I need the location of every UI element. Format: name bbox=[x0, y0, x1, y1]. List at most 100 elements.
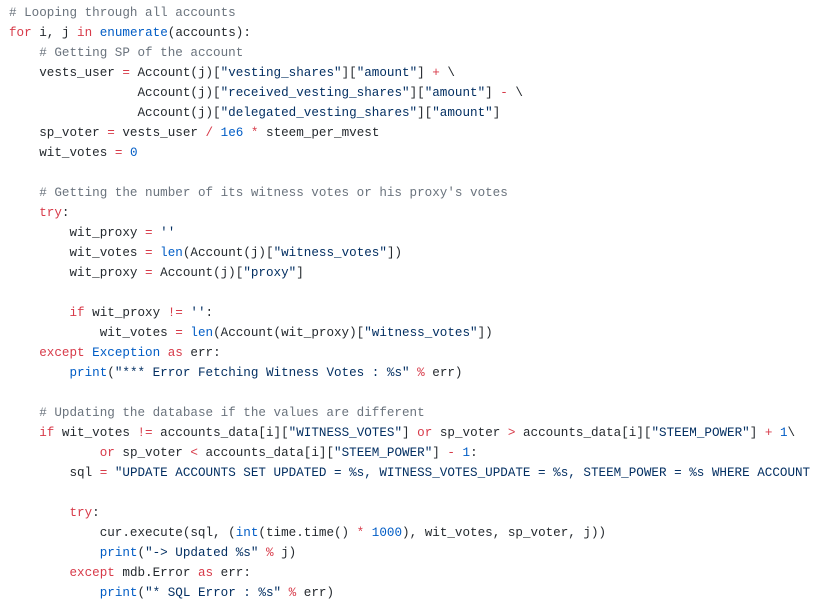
code-text: : bbox=[205, 306, 214, 320]
code-text: (Account(wit_proxy)[ bbox=[213, 326, 365, 340]
code-line: try: bbox=[9, 503, 817, 523]
code-operator: + bbox=[764, 426, 773, 440]
code-comment: # Getting the number of its witness vote… bbox=[39, 186, 508, 200]
code-text: Account(j)[ bbox=[129, 66, 221, 80]
code-builtin: len bbox=[190, 326, 214, 340]
code-text: ][ bbox=[341, 66, 357, 80]
code-number: 1e6 bbox=[220, 126, 244, 140]
code-text bbox=[122, 146, 130, 160]
code-line: if wit_votes != accounts_data[i]["WITNES… bbox=[9, 423, 817, 443]
code-text: Account(j)[ bbox=[152, 266, 244, 280]
code-operator: % bbox=[288, 586, 297, 600]
code-text: wit_votes bbox=[9, 246, 146, 260]
code-string: '' bbox=[190, 306, 206, 320]
code-text: sql bbox=[9, 466, 100, 480]
code-line: sql = "UPDATE ACCOUNTS SET UPDATED = %s,… bbox=[9, 463, 817, 483]
code-text bbox=[92, 26, 100, 40]
code-string: "amount" bbox=[424, 86, 486, 100]
code-text: : bbox=[61, 206, 70, 220]
code-line: or sp_voter < accounts_data[i]["STEEM_PO… bbox=[9, 443, 817, 463]
code-text bbox=[9, 306, 69, 320]
code-builtin: enumerate bbox=[99, 26, 168, 40]
code-operator: % bbox=[417, 366, 425, 380]
code-line: # Getting SP of the account bbox=[9, 43, 817, 63]
code-text: mdb.Error bbox=[114, 566, 198, 580]
code-keyword: for bbox=[9, 26, 32, 40]
code-text: \ bbox=[507, 86, 523, 100]
code-operator: = bbox=[145, 266, 153, 280]
code-text: sp_voter bbox=[114, 446, 191, 460]
code-text: ), wit_votes, sp_voter, j)) bbox=[402, 526, 607, 540]
code-text: \ bbox=[787, 426, 796, 440]
code-text: wit_votes bbox=[54, 426, 138, 440]
code-builtin: print bbox=[99, 586, 138, 600]
code-operator: * bbox=[356, 526, 365, 540]
code-text: wit_proxy bbox=[9, 226, 146, 240]
code-text bbox=[281, 586, 289, 600]
code-text: \ bbox=[439, 66, 455, 80]
code-operator: = bbox=[145, 226, 153, 240]
code-operator: = bbox=[122, 66, 130, 80]
code-line: for i, j in enumerate(accounts): bbox=[9, 23, 817, 43]
code-text: accounts_data[i][ bbox=[197, 446, 335, 460]
code-text: wit_proxy bbox=[84, 306, 168, 320]
code-text bbox=[9, 206, 39, 220]
code-text bbox=[9, 506, 69, 520]
code-builtin: len bbox=[160, 246, 183, 260]
code-text bbox=[9, 566, 69, 580]
code-keyword: in bbox=[77, 26, 93, 40]
code-operator: * bbox=[250, 126, 259, 140]
code-keyword: except bbox=[69, 566, 115, 580]
code-keyword: as bbox=[197, 566, 214, 580]
code-number: 0 bbox=[129, 146, 138, 160]
code-text: ] bbox=[402, 426, 418, 440]
code-text bbox=[258, 546, 266, 560]
code-text: ][ bbox=[417, 106, 433, 120]
code-line: # Looping through all accounts bbox=[9, 3, 817, 23]
code-line: Account(j)["delegated_vesting_shares"]["… bbox=[9, 103, 817, 123]
code-text: ] bbox=[485, 86, 501, 100]
code-comment: # Getting SP of the account bbox=[39, 46, 244, 60]
code-keyword: or bbox=[417, 426, 433, 440]
code-text: (Account(j)[ bbox=[182, 246, 274, 260]
code-line bbox=[9, 283, 817, 303]
code-operator: = bbox=[145, 246, 153, 260]
code-builtin: print bbox=[69, 366, 108, 380]
code-text bbox=[455, 446, 463, 460]
code-line: wit_votes = 0 bbox=[9, 143, 817, 163]
code-string: "vesting_shares" bbox=[220, 66, 342, 80]
code-text: : bbox=[92, 506, 100, 520]
code-text: vests_user bbox=[9, 66, 123, 80]
code-line: print("*** Error Fetching Witness Votes … bbox=[9, 363, 817, 383]
code-string: "UPDATE ACCOUNTS SET UPDATED = %s, WITNE… bbox=[114, 466, 817, 480]
code-operator: = bbox=[107, 126, 115, 140]
code-string: "* SQL Error : %s" bbox=[145, 586, 282, 600]
code-text: Account(j)[ bbox=[9, 86, 221, 100]
code-text: steem_per_mvest bbox=[258, 126, 380, 140]
code-comment: # Looping through all accounts bbox=[9, 6, 236, 20]
code-text: ] bbox=[432, 446, 448, 460]
code-text: accounts_data[i][ bbox=[152, 426, 289, 440]
code-operator: = bbox=[99, 466, 108, 480]
code-text: sp_voter bbox=[432, 426, 508, 440]
code-keyword: except bbox=[39, 346, 85, 360]
code-text: err) bbox=[296, 586, 335, 600]
code-line: except mdb.Error as err: bbox=[9, 563, 817, 583]
code-number: 1 bbox=[779, 426, 788, 440]
code-text: accounts_data[i][ bbox=[515, 426, 652, 440]
code-keyword: as bbox=[167, 346, 183, 360]
code-number: 1000 bbox=[371, 526, 403, 540]
code-operator: < bbox=[190, 446, 198, 460]
code-text bbox=[9, 426, 39, 440]
code-keyword: if bbox=[39, 426, 55, 440]
code-text: wit_proxy bbox=[9, 266, 146, 280]
code-line: cur.execute(sql, (int(time.time() * 1000… bbox=[9, 523, 817, 543]
code-text: ( bbox=[107, 366, 115, 380]
code-line bbox=[9, 483, 817, 503]
code-line bbox=[9, 163, 817, 183]
code-text bbox=[410, 366, 418, 380]
code-builtin: print bbox=[99, 546, 138, 560]
code-line: print("-> Updated %s" % j) bbox=[9, 543, 817, 563]
code-text bbox=[107, 466, 115, 480]
